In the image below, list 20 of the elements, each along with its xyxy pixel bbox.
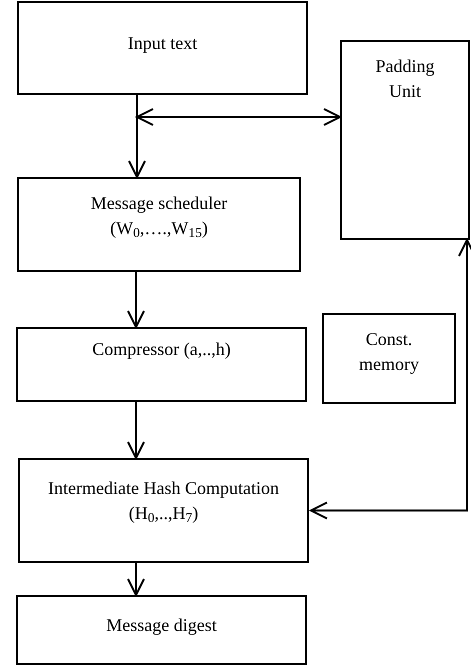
box-label: Intermediate Hash Computation (H$_{0}$,..,H$_{7}$) [47, 477, 280, 526]
box-label: Const. memory [358, 328, 420, 376]
arrow [128, 95, 146, 178]
process-box [16, 595, 307, 665]
arrow [127, 402, 145, 459]
box-label: Input text [126, 32, 198, 55]
arrow [127, 563, 145, 596]
process-box [17, 177, 301, 272]
box-label: Message digest [105, 614, 218, 637]
box-label: Padding Unit [374, 55, 436, 103]
process-box [340, 40, 470, 240]
process-box [16, 327, 307, 402]
process-box [18, 458, 309, 563]
box-label: Compressor (a,..,h) [91, 338, 232, 361]
arrow [310, 239, 471, 520]
process-box [17, 1, 308, 95]
process-box [322, 313, 456, 404]
arrow [136, 108, 341, 126]
box-label: Message scheduler (W$_{0}$,….,W$_{15}$) [90, 192, 228, 241]
arrow [127, 272, 145, 328]
